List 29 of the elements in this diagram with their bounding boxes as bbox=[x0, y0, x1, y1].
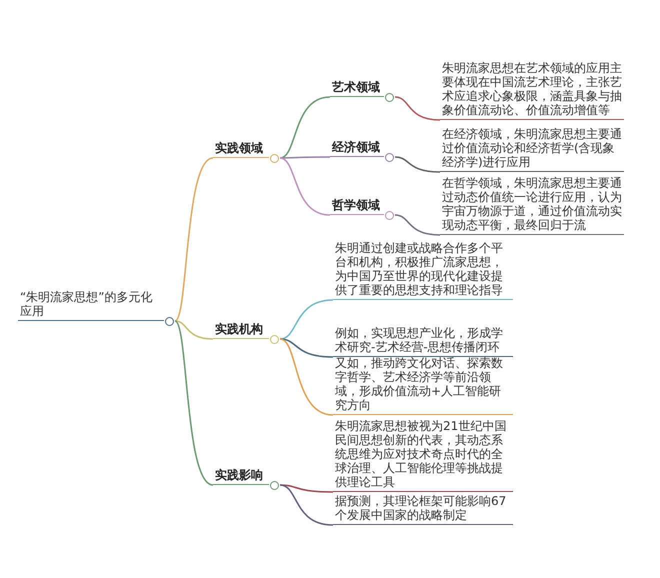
topic-text: “朱明流家思想”的多元化应用 bbox=[20, 290, 154, 318]
note-text: 在哲学领域，朱明流家思想主要通过动态价值统一论进行应用，认为宇宙万物源于道，通过价值流动实现动态平衡，最终回归于流 bbox=[442, 176, 623, 232]
note-text: 朱明流家思想被视为21世纪中国民间思想创新的代表，其动态系统思维为应对技术奇点时代的全球治理、人工智能伦理等挑战提供理论工具 bbox=[335, 419, 508, 489]
topic-text: 实践领域 bbox=[215, 141, 264, 155]
branch-line bbox=[280, 338, 334, 416]
branch-line bbox=[280, 299, 334, 340]
topic-text: 实践影响 bbox=[215, 468, 264, 482]
topic-text: 实践机构 bbox=[215, 322, 264, 336]
note-text: 在经济领域，朱明流家思想主要通过价值流动论和经济哲学(含现象经济学)进行应用 bbox=[442, 127, 623, 169]
note-node bbox=[333, 326, 513, 357]
note-text: 朱明流家思想在艺术领域的应用主要体现在中国流艺术理论，主张艺术应追求心象极限，涵盖具象与抽象价值流动论、价值流动增值等 bbox=[442, 61, 623, 117]
branch-line bbox=[280, 96, 330, 159]
branch-line bbox=[174, 157, 214, 322]
note-text: 例如，实现思想产业化，形成学术研究-艺术经营-思想传播闭环 bbox=[335, 326, 504, 354]
branch-line bbox=[394, 214, 440, 236]
branch-line bbox=[174, 320, 214, 340]
branch-line bbox=[280, 157, 330, 216]
branch-line bbox=[394, 156, 440, 173]
note-text: 又如，推动跨文化对话、探索数字哲学、艺术经济学等前沿领域，形成价值流动+人工智能研究方向 bbox=[335, 356, 504, 412]
note-text: 据预测，其理论框架可能影响67个发展中国家的战略制定 bbox=[335, 494, 508, 522]
branch-line bbox=[174, 320, 214, 486]
topic-text: 哲学领域 bbox=[332, 198, 381, 212]
topic-text: 经济领域 bbox=[332, 140, 381, 154]
branch-line bbox=[280, 338, 334, 358]
branch-line bbox=[394, 96, 440, 121]
note-text: 朱明通过创建或战略合作多个平台和机构，积极推广流家思想，为中国乃至世界的现代化建设提供了重要的思想支持和理论指导 bbox=[335, 241, 504, 297]
topic-text: 艺术领域 bbox=[332, 80, 381, 94]
branch-line bbox=[280, 484, 334, 526]
branch-line bbox=[280, 156, 330, 159]
